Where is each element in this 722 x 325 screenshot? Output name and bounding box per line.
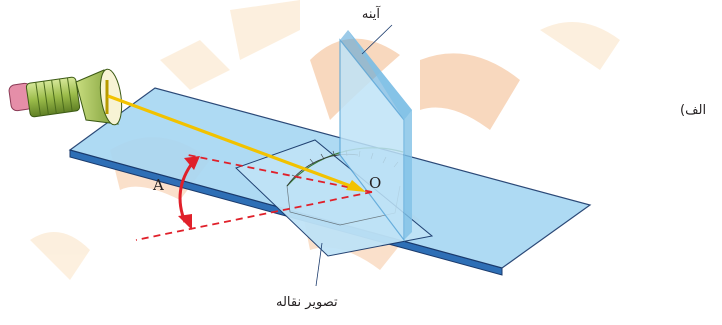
light-ray (107, 94, 366, 192)
mirror (339, 24, 412, 242)
angle-arc (178, 156, 200, 230)
angle-a-label: A (152, 176, 164, 194)
part-label: الف) (680, 103, 707, 118)
mirror-label: آینه (362, 5, 382, 22)
protractor-label: تصویر نقاله (276, 295, 338, 310)
mirror-leader-line (361, 24, 393, 55)
point-o-label: O (369, 174, 381, 192)
protractor-leader-line (315, 242, 323, 287)
normal-lines (135, 154, 373, 241)
flashlight-icon (8, 68, 123, 126)
